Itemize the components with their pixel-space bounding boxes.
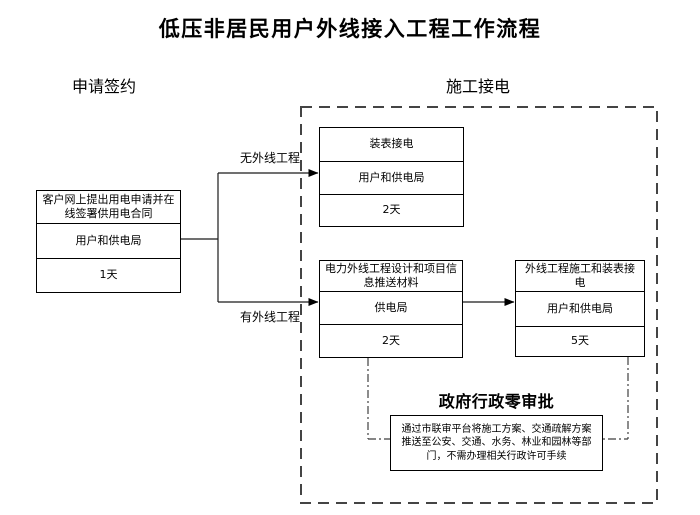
flow-box-construct-duration: 5天 <box>516 326 644 356</box>
flow-box-construct-meter: 外线工程施工和装表接电 用户和供电局 5天 <box>515 260 645 357</box>
flow-box-meter-title: 装表接电 <box>369 137 414 151</box>
flow-box-design-push: 电力外线工程设计和项目信息推送材料 供电局 2天 <box>319 260 463 358</box>
flow-box-design-duration: 2天 <box>320 324 462 357</box>
flow-box-apply-title: 客户网上提出用电申请并在线签署供用电合同 <box>42 192 175 220</box>
flow-box-construct-title: 外线工程施工和装表接电 <box>525 261 635 289</box>
section-label-construct-connect: 施工接电 <box>446 77 511 96</box>
flow-box-apply-owner: 用户和供电局 <box>37 223 180 258</box>
flow-box-construct-owner: 用户和供电局 <box>516 291 644 326</box>
gov-zero-approval-note-box: 通过市联审平台将施工方案、交通疏解方案 推送至公安、交通、水务、林业和园林等部 … <box>390 415 603 471</box>
section-label-apply-sign: 申请签约 <box>72 77 137 96</box>
page-title: 低压非居民用户外线接入工程工作流程 <box>158 17 542 41</box>
gov-note-line-1: 通过市联审平台将施工方案、交通疏解方案 <box>401 424 592 436</box>
branch-label-no-external-line: 无外线工程 <box>239 151 300 165</box>
gov-zero-approval-heading: 政府行政零审批 <box>438 392 555 411</box>
flow-box-meter-owner: 用户和供电局 <box>320 161 463 194</box>
flow-box-design-title: 电力外线工程设计和项目信息推送材料 <box>325 261 457 289</box>
gov-note-line-2: 推送至公安、交通、水务、林业和园林等部 <box>401 437 592 449</box>
construct-section-dashed-frame <box>300 106 658 504</box>
flow-box-apply-duration: 1天 <box>37 258 180 292</box>
gov-note-line-3: 门，不需办理相关行政许可手续 <box>426 450 567 462</box>
branch-label-has-external-line: 有外线工程 <box>239 310 300 324</box>
flow-box-meter-connect: 装表接电 用户和供电局 2天 <box>319 127 464 227</box>
flow-box-apply: 客户网上提出用电申请并在线签署供用电合同 用户和供电局 1天 <box>36 190 181 293</box>
flow-box-design-owner: 供电局 <box>320 291 462 324</box>
flow-box-meter-duration: 2天 <box>320 194 463 226</box>
